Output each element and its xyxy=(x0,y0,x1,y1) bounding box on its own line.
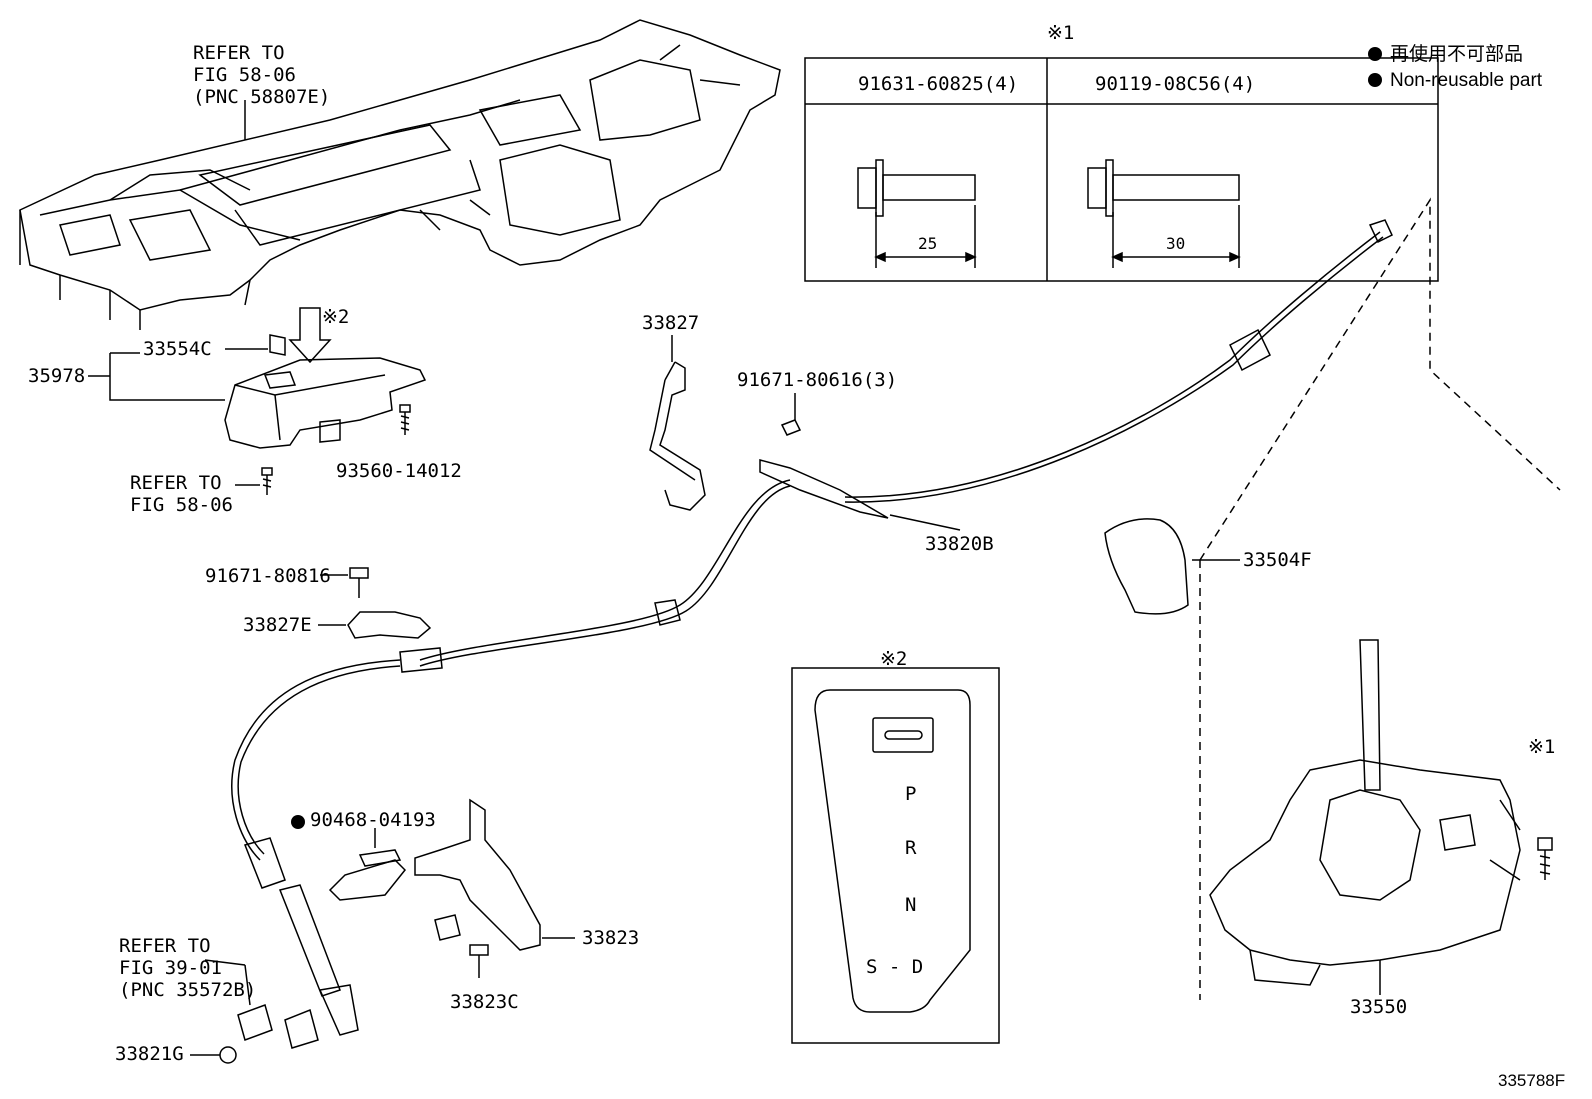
bracket-33823-drawing xyxy=(415,800,575,950)
part-33827: 33827 xyxy=(642,312,700,334)
part-91671-80816: 91671-80816 xyxy=(205,565,331,587)
gear-P: P xyxy=(905,783,917,805)
bolt-col1-dimension: 25 xyxy=(918,234,938,253)
part-91671-80616: 91671-80616(3) xyxy=(737,369,898,391)
refer-mid-line-1: REFER TO xyxy=(130,472,222,494)
refer-top-line-3: (PNC 58807E) xyxy=(193,86,331,108)
dashed-boundary xyxy=(1200,200,1560,1000)
shift-plate-box xyxy=(792,668,999,1043)
part-35978: 35978 xyxy=(28,365,86,387)
part-33820B: 33820B xyxy=(925,533,994,555)
cable-clamp-refer-bottom xyxy=(205,960,318,1048)
part-33827E: 33827E xyxy=(243,614,312,636)
bolt-shifter-note1 xyxy=(1538,838,1552,880)
note-symbol-1-table: ※1 xyxy=(1047,22,1075,44)
refer-bottom-line-2: FIG 39-01 xyxy=(119,957,222,979)
bolt-col2-header: 90119-08C56(4) xyxy=(1095,73,1256,95)
legend-dot-1 xyxy=(1368,47,1382,61)
bracket-33827-drawing xyxy=(650,335,705,510)
refer-mid-line-2: FIG 58-06 xyxy=(130,494,233,516)
clip-90468 xyxy=(330,828,405,900)
bolt-col2-dimension: 30 xyxy=(1166,234,1186,253)
console-body-drawing xyxy=(20,20,780,330)
shift-knob-drawing xyxy=(1105,519,1240,614)
legend-line-2: Non-reusable part xyxy=(1390,70,1543,91)
refer-bottom-line-3: (PNC 35572B) xyxy=(119,979,257,1001)
gear-R: R xyxy=(905,837,917,859)
part-33821G: 33821G xyxy=(115,1043,184,1065)
bolt-33823C xyxy=(470,945,488,978)
screw-91671-80616 xyxy=(782,393,800,435)
part-33550: 33550 xyxy=(1350,996,1408,1018)
shifter-assembly-drawing xyxy=(1210,640,1520,995)
screw-refer-mid xyxy=(235,468,272,495)
bolt-table xyxy=(805,58,1438,281)
clip-33554C xyxy=(270,335,285,355)
part-93560-14012: 93560-14012 xyxy=(336,460,462,482)
cable-33820B-drawing xyxy=(232,220,1392,1035)
screw-93560 xyxy=(400,405,410,435)
bolt-91671-80816 xyxy=(320,568,368,598)
part-90468-04193: 90468-04193 xyxy=(310,809,436,831)
down-arrow xyxy=(290,308,330,362)
nonreusable-dot-90468 xyxy=(291,815,305,829)
legend-dot-2 xyxy=(1368,73,1382,87)
gear-S-D: S - D xyxy=(866,956,924,978)
gear-N: N xyxy=(905,894,917,916)
legend-line-1: 再使用不可部品 xyxy=(1390,44,1524,65)
figure-id: 335788F xyxy=(1498,1071,1566,1090)
part-33504F: 33504F xyxy=(1243,549,1312,571)
refer-top-line-2: FIG 58-06 xyxy=(193,64,296,86)
refer-bottom-line-1: REFER TO xyxy=(119,935,211,957)
note-symbol-1-shifter: ※1 xyxy=(1528,736,1556,758)
part-33554C: 33554C xyxy=(143,338,212,360)
refer-top-line-1: REFER TO xyxy=(193,42,285,64)
leader-35978 xyxy=(88,353,225,400)
bracket-35978-drawing xyxy=(225,358,425,448)
note-symbol-2-plate: ※2 xyxy=(880,648,908,670)
note-symbol-2-arrow: ※2 xyxy=(322,306,350,328)
clip-33827E xyxy=(318,612,430,638)
part-33823: 33823 xyxy=(582,927,640,949)
clip-33821G xyxy=(190,1047,236,1063)
bolt-col1-header: 91631-60825(4) xyxy=(858,73,1019,95)
leader-33820B xyxy=(890,515,960,530)
part-33823C: 33823C xyxy=(450,991,519,1013)
